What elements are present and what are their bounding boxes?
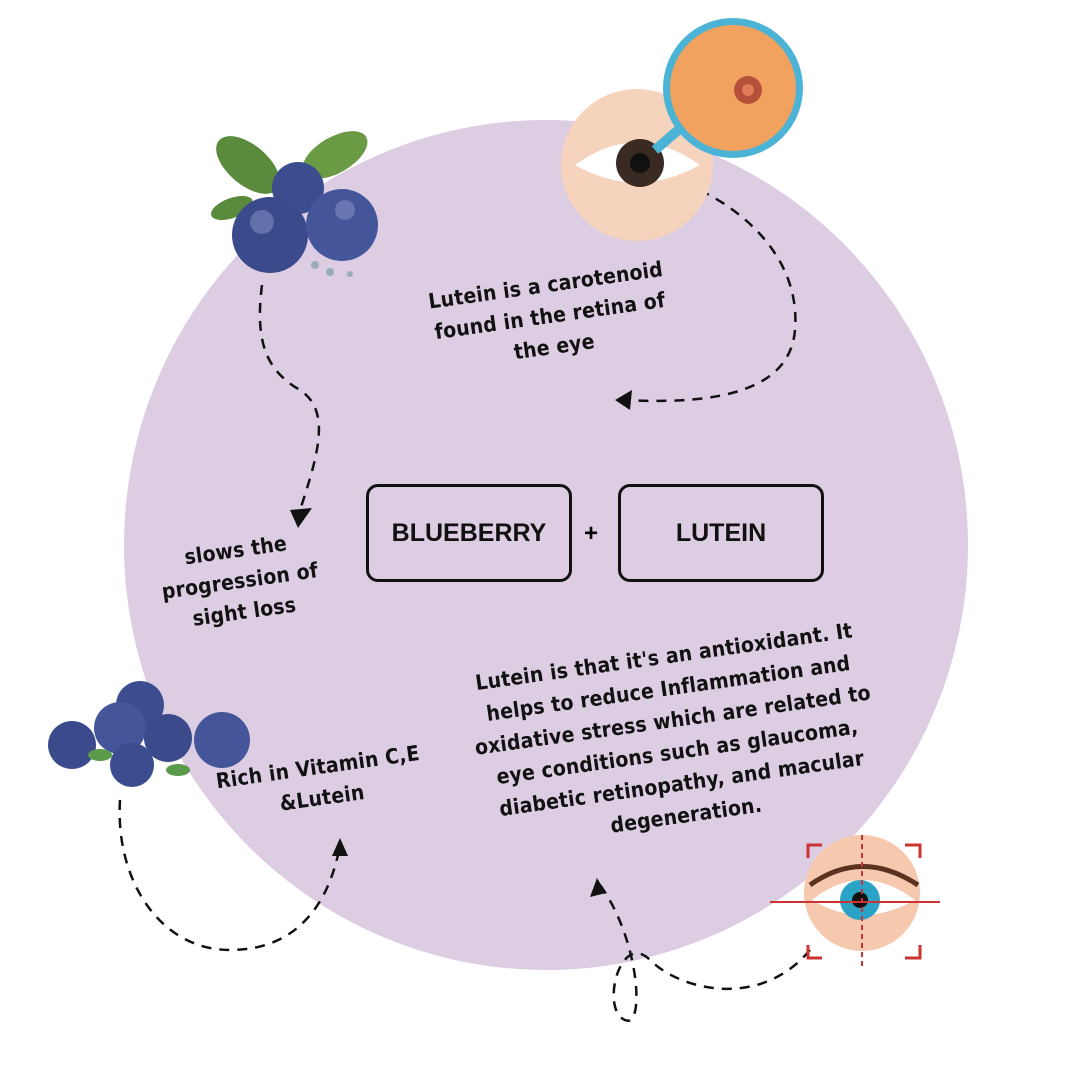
blueberry-leaves-illustration [211, 131, 378, 277]
connector-berry-to-sightloss [258, 284, 321, 511]
arrowhead [590, 878, 606, 897]
arrowhead [332, 838, 348, 856]
eye-retina-illustration [561, 18, 803, 241]
arrowhead [615, 390, 632, 410]
lutein-box: LUTEIN [618, 484, 824, 582]
arrowhead [290, 508, 312, 528]
eye-scan-illustration [770, 835, 940, 970]
plus-sign: + [584, 520, 599, 547]
blueberries-illustration [48, 681, 250, 787]
connector-eye-to-retina-text [624, 188, 797, 403]
lutein-label: LUTEIN [675, 518, 767, 547]
blueberry-label: BLUEBERRY [391, 518, 547, 547]
connector-eye-to-antioxidant [598, 884, 811, 1022]
blueberry-box: BLUEBERRY [366, 484, 572, 582]
